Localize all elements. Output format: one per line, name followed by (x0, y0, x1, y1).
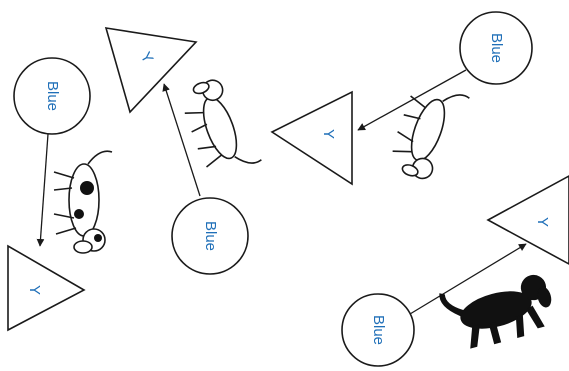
panel-3-triangle-label: Y (320, 129, 337, 139)
panel-3-circle-label: Blue (488, 33, 505, 63)
panel-4-circle (341, 293, 415, 367)
panel-4-circle-label: Blue (370, 315, 387, 345)
panel-4-dog-black (439, 274, 552, 349)
panel-3-triangle (270, 90, 353, 186)
panel-2-circle-label: Blue (202, 221, 219, 251)
panel-3: Blue Y (270, 11, 533, 186)
panel-2-arrow (162, 83, 201, 197)
panel-1-triangle (7, 244, 86, 332)
panel-3-arrow (357, 69, 467, 131)
panel-3-dog-white (392, 94, 470, 180)
panel-3-circle (459, 11, 533, 85)
panel-1-circle-label: Blue (44, 81, 61, 111)
panel-1-arrow (36, 133, 49, 247)
panel-2: Y Blue (104, 27, 262, 275)
panel-4-arrow (409, 243, 527, 315)
panel-4-triangle (486, 175, 569, 265)
panel-1-circle (13, 57, 91, 135)
panel-1: Blue Y (7, 57, 113, 332)
panel-2-dog-white (184, 79, 262, 168)
panel-1-triangle-label: Y (26, 285, 43, 295)
panel-4-triangle-label: Y (534, 217, 551, 227)
panel-1-dog-spotted (53, 150, 113, 254)
panel-2-circle (171, 197, 249, 275)
panel-4: Y Blue (341, 175, 569, 367)
panel-2-triangle (104, 27, 198, 114)
